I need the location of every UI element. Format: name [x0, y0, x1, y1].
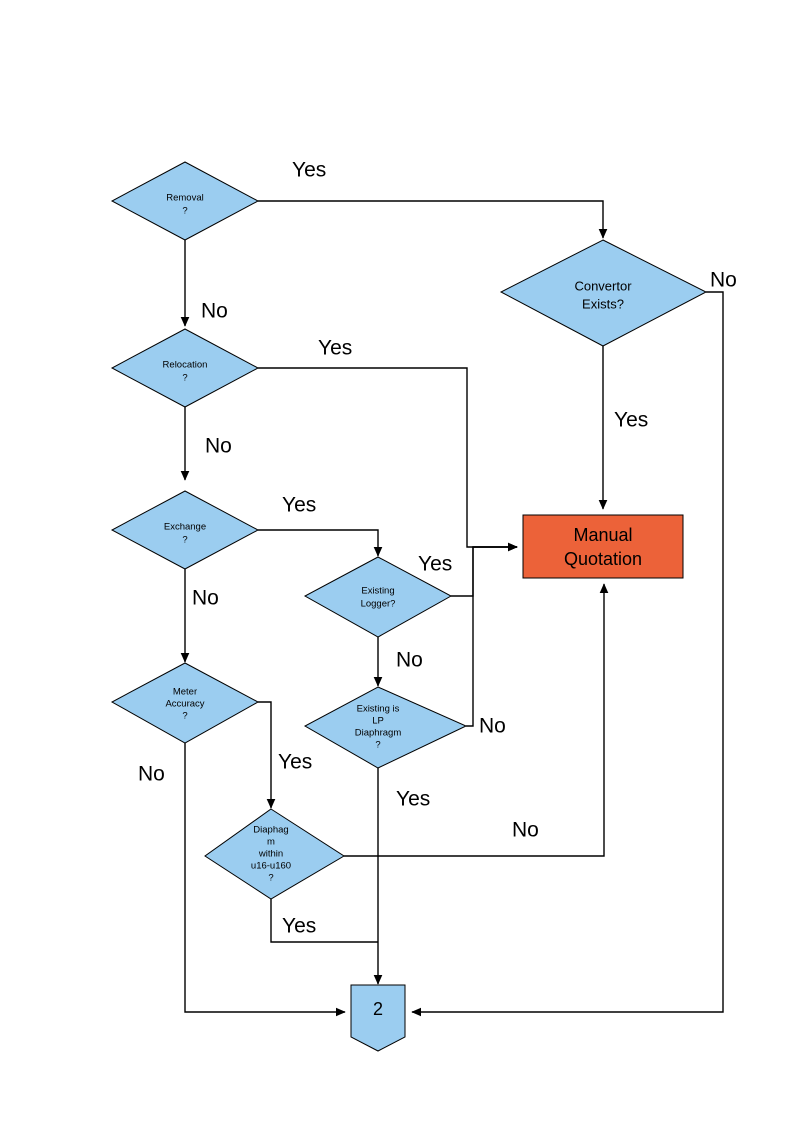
edge-label-lp-no: No	[479, 715, 506, 738]
node-convertor-exists[interactable]: Convertor Exists?	[499, 239, 708, 347]
node-convertor-label-1: Convertor	[574, 278, 632, 293]
edge-label-meter-yes: Yes	[278, 751, 312, 774]
edge-label-logger-yes: Yes	[418, 553, 452, 576]
node-meter-accuracy[interactable]: Meter Accuracy ?	[110, 662, 260, 744]
node-existing-lp-label-1: Existing is	[357, 704, 400, 715]
edge-lp-no	[466, 542, 518, 727]
node-diaphagm-label-5: ?	[268, 873, 273, 884]
edge-label-convertor-no: No	[710, 269, 737, 292]
node-relocation-label-1: Relocation	[163, 360, 208, 371]
node-removal-label-2: ?	[182, 206, 187, 217]
edge-label-removal-no: No	[201, 300, 228, 323]
edge-label-diaphagm-no: No	[512, 819, 539, 842]
node-manual-quotation[interactable]: Manual Quotation	[522, 514, 684, 579]
node-connector-2-label: 2	[373, 999, 383, 1019]
edge-meter-no	[184, 742, 346, 1017]
edge-logger-yes	[451, 542, 518, 597]
node-removal[interactable]: Removal ?	[110, 161, 260, 241]
edge-label-relocation-yes: Yes	[318, 337, 352, 360]
node-meter-accuracy-label-2: Accuracy	[165, 699, 204, 710]
node-existing-lp-label-4: ?	[375, 740, 380, 751]
node-diaphagm-label-2: m	[267, 837, 275, 848]
node-convertor-label-2: Exists?	[582, 296, 624, 311]
edge-label-relocation-no: No	[205, 435, 232, 458]
node-existing-lp-label-3: Diaphragm	[355, 728, 402, 739]
node-existing-lp-label-2: LP	[372, 716, 384, 727]
node-existing-logger-label-2: Logger?	[361, 599, 396, 610]
node-diaphagm-label-3: within	[258, 849, 283, 860]
edge-exchange-yes	[258, 529, 383, 557]
node-manual-quotation-label-1: Manual	[573, 525, 632, 545]
node-exchange-label-2: ?	[182, 535, 187, 546]
node-connector-2[interactable]: 2	[350, 984, 406, 1052]
edge-label-meter-no: No	[138, 763, 165, 786]
node-existing-lp-diaphragm[interactable]: Existing is LP Diaphragm ?	[303, 686, 468, 769]
edge-label-exchange-no: No	[192, 587, 219, 610]
edge-diaphagm-no	[344, 583, 609, 857]
node-diaphagm-label-4: u16-u160	[251, 861, 291, 872]
node-exchange-label-1: Exchange	[164, 522, 206, 533]
edge-label-diaphagm-yes: Yes	[282, 915, 316, 938]
edge-label-logger-no: No	[396, 649, 423, 672]
node-meter-accuracy-label-1: Meter	[173, 687, 197, 698]
edge-diaphagm-yes	[270, 898, 378, 943]
node-meter-accuracy-label-3: ?	[182, 711, 187, 722]
edge-label-removal-yes: Yes	[292, 159, 326, 182]
node-removal-label-1: Removal	[166, 193, 204, 204]
edge-convertor-no	[411, 291, 724, 1017]
node-relocation-label-2: ?	[182, 373, 187, 384]
node-existing-logger-label-1: Existing	[361, 586, 394, 597]
node-relocation[interactable]: Relocation ?	[110, 328, 260, 408]
node-diaphagm-label-1: Diaphag	[253, 825, 288, 836]
node-diaphagm-range[interactable]: Diaphag m within u16-u160 ?	[204, 808, 345, 900]
edge-label-exchange-yes: Yes	[282, 494, 316, 517]
edge-removal-yes	[258, 200, 608, 239]
edge-label-lp-yes: Yes	[396, 788, 430, 811]
edge-relocation-yes	[258, 367, 518, 552]
edge-meter-yes	[258, 701, 276, 809]
node-existing-logger[interactable]: Existing Logger?	[303, 556, 453, 638]
node-manual-quotation-label-2: Quotation	[564, 549, 642, 569]
node-exchange[interactable]: Exchange ?	[110, 490, 260, 570]
edge-label-convertor-yes: Yes	[614, 409, 648, 432]
